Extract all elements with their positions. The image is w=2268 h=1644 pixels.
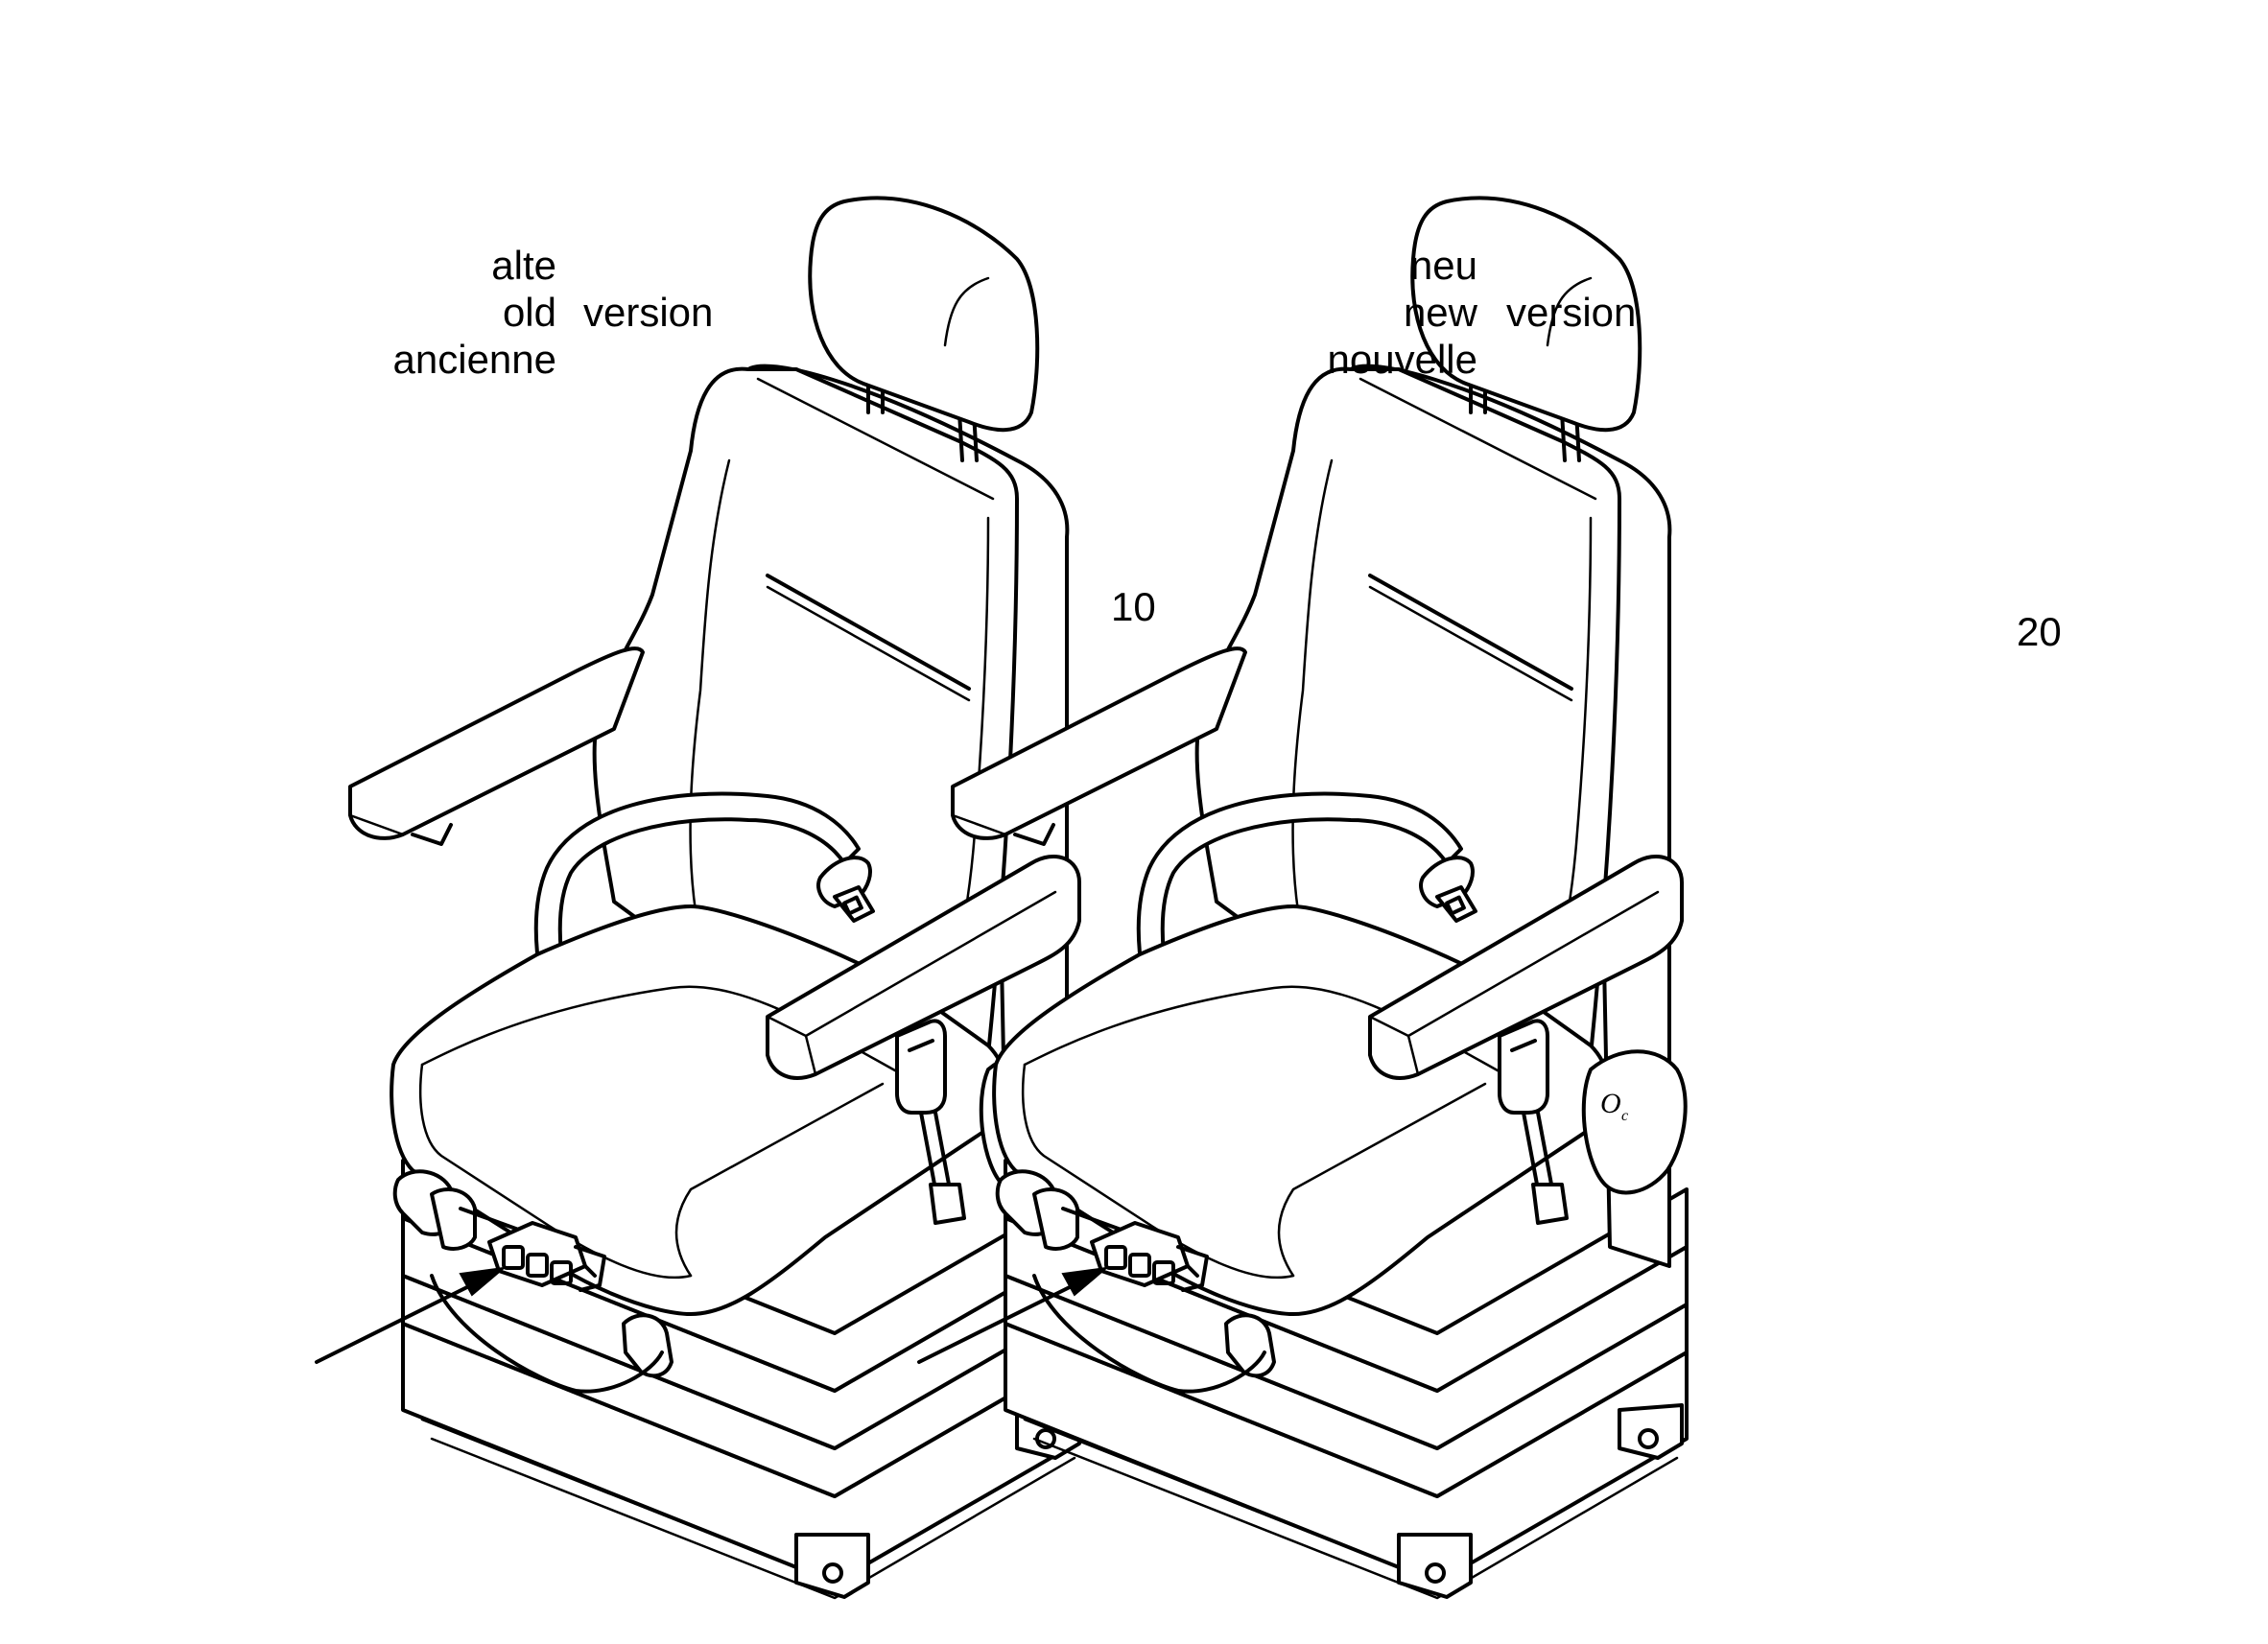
position-number-20: 20 xyxy=(2017,609,2062,654)
label-new: new xyxy=(1403,290,1477,335)
label-alte: alte xyxy=(491,243,556,288)
label-version-new: version xyxy=(1506,290,1637,335)
label-neu: neu xyxy=(1409,243,1477,288)
label-ancienne: ancienne xyxy=(392,337,556,382)
label-old: old xyxy=(502,290,556,335)
seat-old-version xyxy=(315,196,1086,1600)
label-version-old: version xyxy=(583,290,714,335)
position-number-10: 10 xyxy=(1111,584,1156,629)
label-nouvelle: nouvelle xyxy=(1327,337,1477,382)
